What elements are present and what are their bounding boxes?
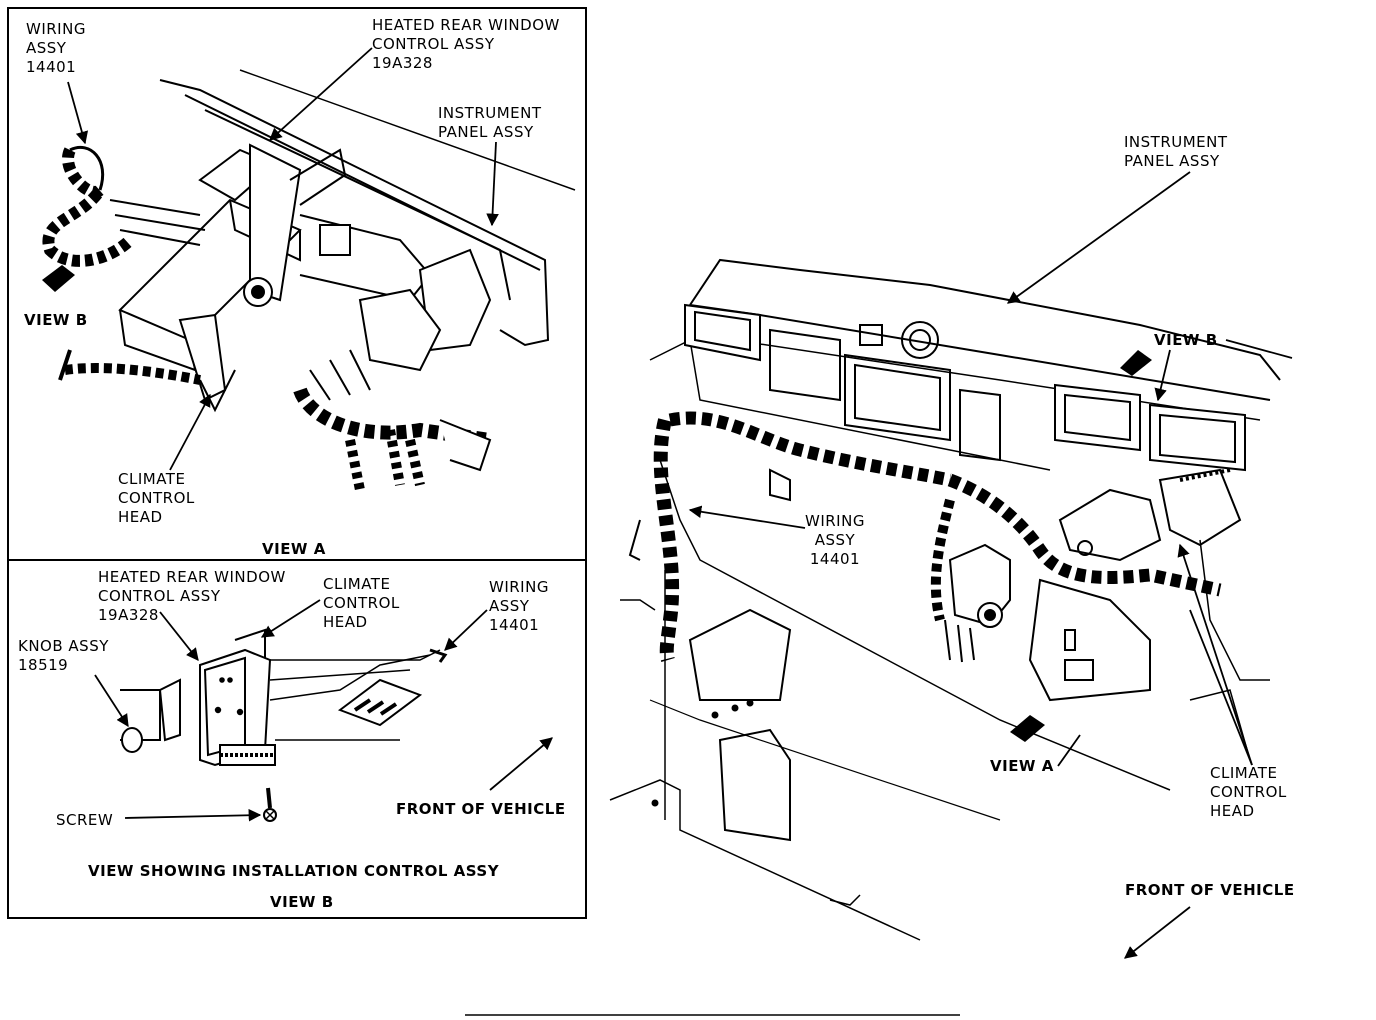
view-a-wiring-assy-label: WIRING ASSY 14401 <box>26 20 86 76</box>
view-b-caption-line1: VIEW SHOWING INSTALLATION CONTROL ASSY <box>88 862 500 880</box>
view-b-leaders <box>94 599 553 822</box>
main-view-leaders <box>465 171 1293 1016</box>
view-b-illustration <box>120 628 448 822</box>
view-b-wiring-assy-label: WIRING ASSY 14401 <box>489 578 549 634</box>
main-view-illustration <box>609 258 1281 941</box>
view-b-heated-rear-window-label: HEATED REAR WINDOW CONTROL ASSY 19A328 <box>98 568 286 624</box>
view-a-climate-control-head-label: CLIMATE CONTROL HEAD <box>118 470 195 526</box>
view-b-screw-label: SCREW <box>56 811 114 829</box>
view-b-caption-line2: VIEW B <box>270 893 334 911</box>
view-a-view-b-arrow <box>42 265 75 292</box>
view-a-leaders <box>67 47 499 471</box>
view-b-front-of-vehicle-label: FRONT OF VEHICLE <box>396 800 566 818</box>
main-climate-control-head-label: CLIMATE CONTROL HEAD <box>1210 764 1287 820</box>
view-a-caption: VIEW A <box>262 540 326 558</box>
main-wiring-assy-label: WIRING ASSY 14401 <box>805 512 865 568</box>
main-view-a-marker-label: VIEW A <box>990 757 1054 775</box>
main-view-b-marker-label: VIEW B <box>1154 331 1218 349</box>
view-a-instrument-panel-label: INSTRUMENT PANEL ASSY <box>438 104 542 141</box>
main-view-view-a-arrow <box>1010 715 1045 742</box>
view-a-view-b-marker-label: VIEW B <box>24 311 88 329</box>
main-front-of-vehicle-label: FRONT OF VEHICLE <box>1125 881 1295 899</box>
view-b-frame <box>7 559 587 919</box>
view-a-illustration <box>42 69 576 491</box>
main-view-view-b-arrow <box>1120 350 1152 376</box>
view-b-knob-assy-label: KNOB ASSY 18519 <box>18 637 109 674</box>
view-b-climate-control-head-label: CLIMATE CONTROL HEAD <box>323 575 400 631</box>
main-instrument-panel-label: INSTRUMENT PANEL ASSY <box>1124 133 1228 170</box>
view-a-heated-rear-window-label: HEATED REAR WINDOW CONTROL ASSY 19A328 <box>372 16 560 72</box>
